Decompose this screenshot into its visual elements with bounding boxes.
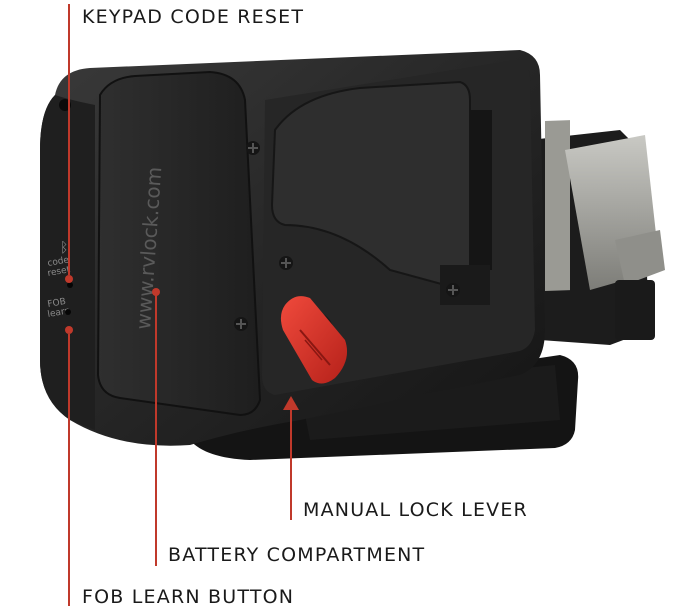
bluetooth-icon: ᛒ <box>60 240 68 256</box>
screw <box>446 283 460 297</box>
keypad-code-reset-label: KEYPAD CODE RESET <box>82 6 305 28</box>
code-reset-label-line2: reset <box>47 265 72 279</box>
battery-compartment-label: BATTERY COMPARTMENT <box>168 544 426 566</box>
keypad-reset-dot <box>65 275 73 283</box>
manual-lock-lever-label: MANUAL LOCK LEVER <box>303 499 528 521</box>
manual-lever-arrow <box>283 396 299 410</box>
screw <box>279 256 293 270</box>
code-reset-button <box>67 282 73 288</box>
fob-learn-button <box>65 309 71 315</box>
callout-lines <box>65 4 299 606</box>
fob-learn-label-line1: FOB <box>47 297 67 310</box>
battery-compartment-cover: www.rvlock.com <box>96 70 262 417</box>
screw <box>234 317 248 331</box>
latch-bolt <box>530 120 665 345</box>
fob-learn-button-label: FOB LEARN BUTTON <box>82 586 295 608</box>
keypad-buttons: ᛒ code reset FOB learn <box>47 240 73 320</box>
fob-learn-dot <box>65 326 73 334</box>
screws <box>234 141 460 331</box>
battery-dot <box>152 288 160 296</box>
code-reset-label-line1: code <box>47 255 71 269</box>
fob-learn-label-line2: learn <box>47 306 71 320</box>
screw <box>246 141 260 155</box>
manual-lock-lever <box>280 296 348 384</box>
mechanism-panel <box>262 60 535 395</box>
